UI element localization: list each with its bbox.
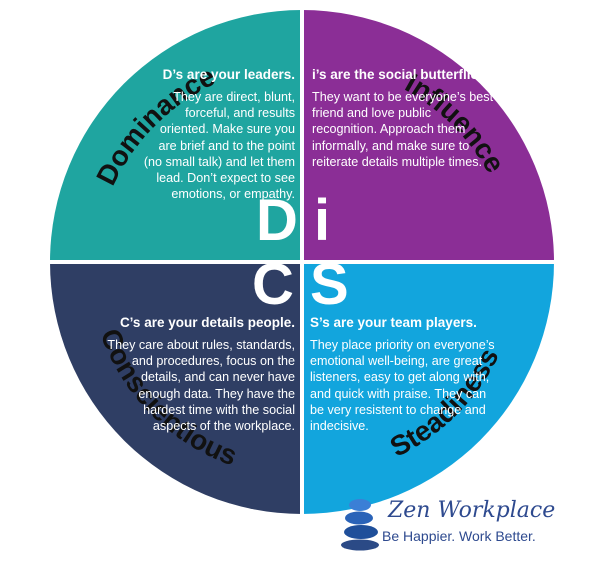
steadiness-quadrant xyxy=(302,262,554,514)
dominance-quadrant xyxy=(50,10,302,262)
conscientious-text: C’s are your details people. They care a… xyxy=(98,314,295,434)
d-letter: D xyxy=(256,188,298,253)
conscientious-description: They care about rules, standards, and pr… xyxy=(107,338,295,434)
stacked-stones-icon xyxy=(341,499,379,551)
conscientious-heading: C’s are your details people. xyxy=(119,315,295,330)
conscientious-quadrant xyxy=(50,262,302,514)
s-letter: S xyxy=(310,252,349,317)
dominance-description: They are direct, blunt, forceful, and re… xyxy=(143,90,295,202)
dominance-text: D’s are your leaders. They are direct, b… xyxy=(140,66,295,202)
logo-tagline: Be Happier. Work Better. xyxy=(382,528,536,544)
influence-description: They want to be everyone’s best friend a… xyxy=(312,90,494,169)
c-letter: C xyxy=(252,252,294,317)
influence-text: i’s are the social butterflies. They wan… xyxy=(312,66,494,170)
dominance-heading: D’s are your leaders. xyxy=(162,67,295,82)
zen-workplace-logo: Zen Workplace Be Happier. Work Better. xyxy=(340,496,580,556)
i-letter: i xyxy=(314,188,331,253)
steadiness-heading: S’s are your team players. xyxy=(310,315,477,330)
steadiness-text: S’s are your team players. They place pr… xyxy=(310,314,495,434)
logo-name: Zen Workplace xyxy=(388,498,556,523)
steadiness-description: They place priority on everyone’s emotio… xyxy=(310,338,495,434)
influence-quadrant xyxy=(302,10,554,262)
influence-heading: i’s are the social butterflies. xyxy=(312,67,490,82)
